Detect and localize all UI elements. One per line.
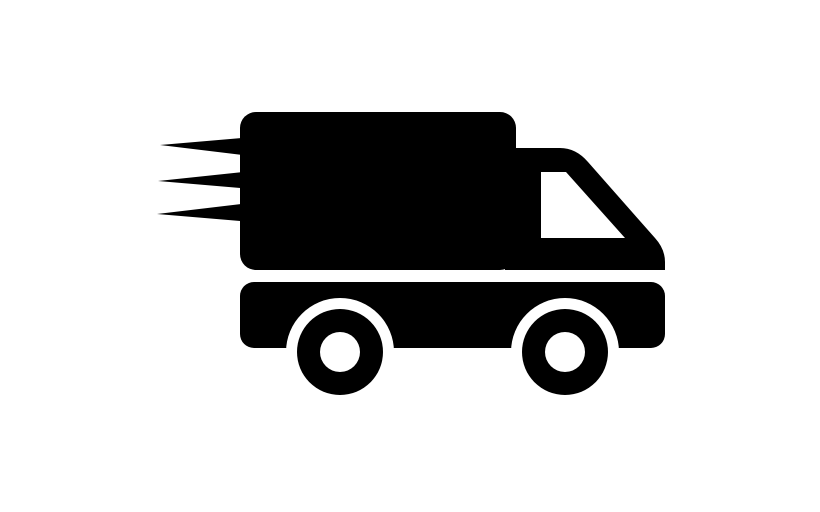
rear-hub	[320, 332, 360, 372]
cargo-box	[240, 112, 516, 270]
rear-wheel	[297, 309, 383, 395]
front-wheel	[522, 309, 608, 395]
front-hub	[545, 332, 585, 372]
cab-window	[541, 172, 625, 238]
